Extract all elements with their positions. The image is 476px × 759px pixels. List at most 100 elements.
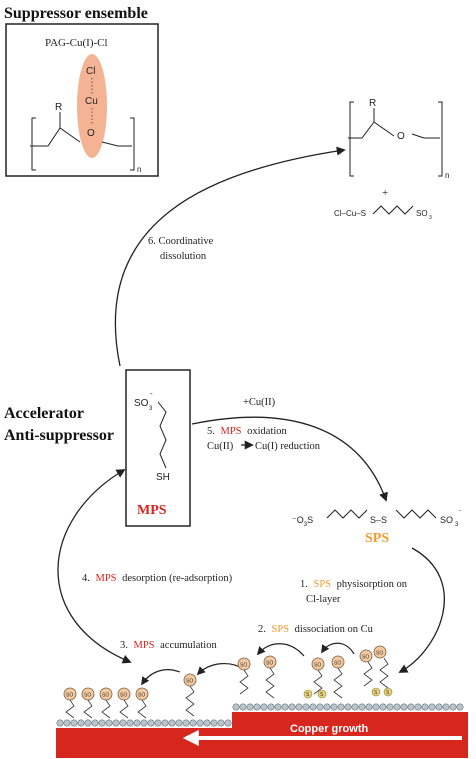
physisorbed-sps-chain: [379, 657, 389, 689]
chloride-bead: [56, 719, 64, 727]
complex-cu: Cu: [85, 96, 98, 107]
accumulated-mps-chain: [65, 699, 75, 719]
mps-so3-sub: 3: [149, 406, 153, 412]
sps-left-group: ⁻O3S: [292, 515, 313, 528]
copper-growth-label: Copper growth: [290, 723, 368, 735]
pag-cu-cl-complex: PAG-Cu(I)-Cl Cl Cu O R n: [5, 23, 159, 177]
product-r: R: [369, 98, 376, 109]
product-backbone: [348, 121, 440, 139]
step3-num: 3.: [120, 640, 128, 651]
chloride-bead: [449, 703, 457, 711]
chloride-bead: [379, 703, 387, 711]
accelerator-header-line2: Anti-suppressor: [4, 427, 114, 444]
accumulated-mps-headgroup-text: SO: [138, 693, 145, 699]
chloride-bead: [98, 719, 106, 727]
sps-left-sub: 3: [304, 522, 308, 528]
step3b-curved-arrow-icon: [141, 669, 181, 686]
sulfur-marker: [303, 689, 313, 699]
chloride-bead: [316, 703, 324, 711]
product-o: O: [397, 131, 405, 142]
chloride-bead: [154, 719, 162, 727]
products: R O n + Cl–Cu–S SO 3: [334, 98, 449, 221]
chloride-bead: [175, 719, 183, 727]
mps-box: SO 3 - SH MPS: [125, 369, 191, 527]
chloride-bead: [147, 719, 155, 727]
chloride-bead: [246, 703, 254, 711]
step1-line2: Cl-layer: [306, 594, 341, 605]
chloride-bead: [210, 719, 218, 727]
step5-plus-cu: +Cu(II): [243, 397, 276, 408]
chloride-bead: [119, 719, 127, 727]
accumulated-mps-headgroup-text: SO: [84, 693, 91, 699]
chloride-bead: [400, 703, 408, 711]
chloride-bead: [386, 703, 394, 711]
chloride-bead: [428, 703, 436, 711]
chloride-bead: [295, 703, 303, 711]
chloride-bead: [337, 703, 345, 711]
accumulated-mps-chain: [83, 699, 93, 719]
step4-line: 4. MPS desorption (re-adsorption): [82, 573, 233, 584]
sulfur-marker-text: S: [386, 690, 390, 696]
step2-rest: dissociation on Cu: [295, 624, 374, 635]
chloride-bead: [253, 703, 261, 711]
chloride-layer: [56, 703, 464, 727]
step1-rest: physisorption on: [337, 579, 408, 590]
accumulated-mps-chain: [101, 699, 111, 719]
accumulated-mps-headgroup-text: SO: [66, 693, 73, 699]
chloride-bead: [330, 703, 338, 711]
sps-right-chain: [395, 509, 437, 519]
step1-num: 1.: [300, 579, 308, 590]
chloride-bead: [407, 703, 415, 711]
suppressor-header: Suppressor ensemble: [4, 5, 148, 22]
chloride-bead: [182, 719, 190, 727]
accumulated-mps-headgroup-text: SO: [120, 693, 127, 699]
chloride-bead: [393, 703, 401, 711]
mps-sh: SH: [156, 472, 170, 483]
chloride-bead: [372, 703, 380, 711]
sps-left-chain: [326, 509, 368, 519]
chloride-bead: [351, 703, 359, 711]
chloride-bead: [456, 703, 464, 711]
chloride-bead: [189, 719, 197, 727]
step2-sps: SPS: [272, 624, 290, 635]
transit-mps-headgroup-text: SO: [186, 679, 193, 685]
chloride-bead: [196, 719, 204, 727]
chloride-bead: [70, 719, 78, 727]
sulfur-marker-text: S: [374, 690, 378, 696]
step5-line2a: Cu(II): [207, 441, 234, 452]
chloride-bead: [267, 703, 275, 711]
physisorbed-sps-headgroup-text: SO: [362, 655, 369, 661]
sulfur-marker-text: S: [320, 692, 324, 698]
accelerator-header-line1: Accelerator: [4, 405, 84, 422]
step3-rest: accumulation: [160, 640, 217, 651]
sulfur-marker: [317, 689, 327, 699]
step1-curved-arrow-icon: [398, 547, 445, 673]
mps-chain: [157, 401, 167, 469]
chloride-bead: [274, 703, 282, 711]
chloride-bead: [344, 703, 352, 711]
product-bracket-right: [438, 101, 443, 177]
physisorbed-sps-headgroup-text: SO: [376, 651, 383, 657]
step4-num: 4.: [82, 573, 90, 584]
mps-label: MPS: [137, 503, 167, 518]
step1-sps: SPS: [314, 579, 332, 590]
sps-fragment-headgroup-text: SO: [334, 661, 341, 667]
cucl-thiol-part2: SO: [416, 209, 428, 218]
chloride-bead: [365, 703, 373, 711]
sps-right-sub: 3: [455, 522, 459, 528]
sps-fragment-headgroup-text: SO: [266, 661, 273, 667]
chloride-bead: [239, 703, 247, 711]
chloride-bead: [105, 719, 113, 727]
step5-line2b: Cu(I) reduction: [255, 441, 321, 452]
complex-o: O: [87, 128, 95, 139]
step6-line1: 6. Coordinative: [148, 236, 214, 247]
sulfur-marker-text: S: [306, 692, 310, 698]
chloride-bead: [309, 703, 317, 711]
transit-mps-chain: [185, 685, 195, 717]
step5-line1: 5. MPS oxidation: [207, 426, 288, 437]
mps-so3-sup: -: [150, 389, 153, 398]
step3-line: 3. MPS accumulation: [120, 640, 217, 651]
step6-line2: dissolution: [160, 251, 207, 262]
